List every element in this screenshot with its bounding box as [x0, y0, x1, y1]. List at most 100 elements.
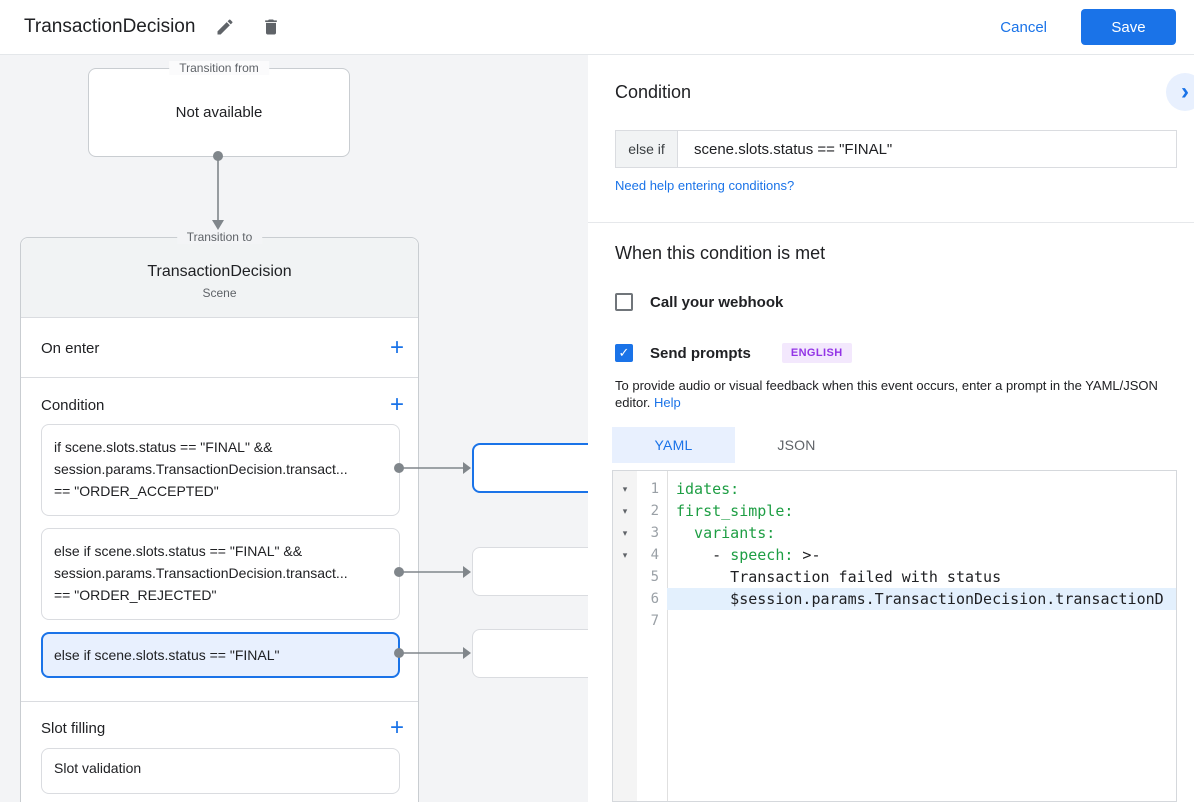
panel-title: Condition: [615, 82, 692, 102]
code-line[interactable]: first_simple:: [667, 500, 1176, 522]
editor-line: ▾ 4 - speech: >-: [613, 544, 1176, 566]
condition-section-row: Condition +: [21, 390, 418, 420]
chevron-right-icon: ›: [1181, 78, 1189, 105]
fold-arrow-icon[interactable]: ▾: [622, 506, 628, 516]
code-line[interactable]: $session.params.TransactionDecision.tran…: [667, 588, 1176, 610]
slot-filling-label: Slot filling: [41, 719, 106, 737]
condition-text: == "ORDER_REJECTED": [54, 587, 217, 603]
add-slot-filling-button[interactable]: +: [389, 714, 404, 741]
save-button[interactable]: Save: [1081, 9, 1176, 45]
header: TransactionDecision Cancel Save: [0, 0, 1194, 55]
transition-to-card: Transition to TransactionDecision Scene …: [20, 230, 419, 802]
fold-arrow-icon[interactable]: ▾: [622, 550, 628, 560]
tab-yaml[interactable]: YAML: [612, 427, 735, 463]
transition-from-box[interactable]: Transition from Not available: [88, 61, 350, 157]
line-number: 4: [650, 547, 659, 563]
condition-prefix: else if: [616, 131, 678, 167]
fold-spacer: [613, 566, 637, 588]
scene-header[interactable]: TransactionDecision Scene: [21, 238, 418, 318]
scene-subtitle: Scene: [202, 286, 237, 300]
delete-icon[interactable]: [255, 11, 287, 43]
gutter-separator: [667, 471, 668, 801]
line-number: 2: [650, 503, 659, 519]
transition-from-label: Transition from: [169, 61, 269, 75]
trash-icon: [265, 19, 278, 35]
language-badge: ENGLISH: [781, 343, 852, 363]
yaml-editor[interactable]: ▾ 1 idates: ▾ 2 first_simple: ▾ 3 varian…: [612, 470, 1177, 802]
code-line[interactable]: [667, 610, 1176, 632]
scene-canvas: Transition from Not available Transition…: [0, 55, 588, 802]
condition-text: session.params.TransactionDecision.trans…: [54, 461, 348, 477]
code-line[interactable]: Transaction failed with status: [667, 566, 1176, 588]
yaml-key: variants:: [676, 524, 776, 542]
slot-validation-item[interactable]: Slot validation: [41, 748, 400, 794]
tab-json[interactable]: JSON: [735, 427, 858, 463]
line-number: 3: [650, 525, 659, 541]
editor-line: ▾ 2 first_simple:: [613, 500, 1176, 522]
fold-gutter: [613, 471, 637, 801]
scene-title: TransactionDecision: [147, 263, 292, 280]
transition-target-node-2[interactable]: [472, 547, 588, 596]
editor-tabs: YAML JSON: [612, 427, 858, 463]
panel-divider: [588, 222, 1194, 223]
condition-text: if scene.slots.status == "FINAL" &&: [54, 439, 273, 455]
fold-spacer: [613, 610, 637, 632]
condition-help-link[interactable]: Need help entering conditions?: [615, 178, 795, 193]
condition-text: else if scene.slots.status == "FINAL": [54, 647, 280, 663]
on-enter-row: On enter +: [21, 319, 418, 378]
yaml-plain: $session.params.TransactionDecision.tran…: [676, 590, 1164, 608]
editor-line-highlighted: 6 $session.params.TransactionDecision.tr…: [613, 588, 1176, 610]
fold-arrow-icon[interactable]: ▾: [622, 484, 628, 494]
transition-target-node-1[interactable]: [472, 443, 588, 493]
code-line[interactable]: idates:: [667, 478, 1176, 500]
when-condition-title: When this condition is met: [615, 243, 826, 263]
condition-item-final-selected[interactable]: else if scene.slots.status == "FINAL": [41, 632, 400, 678]
slot-filling-row: Slot filling +: [21, 711, 418, 745]
code-line[interactable]: variants:: [667, 522, 1176, 544]
condition-section-label: Condition: [41, 396, 105, 414]
condition-text: == "ORDER_ACCEPTED": [54, 483, 219, 499]
pencil-icon: [217, 19, 233, 35]
line-number: 6: [650, 591, 659, 607]
call-webhook-label: Call your webhook: [650, 293, 784, 311]
check-icon: ✓: [618, 345, 630, 360]
condition-item-accepted[interactable]: if scene.slots.status == "FINAL" && sess…: [41, 424, 400, 516]
editor-line: 5 Transaction failed with status: [613, 566, 1176, 588]
fold-arrow-icon[interactable]: ▾: [622, 528, 628, 538]
page-title: TransactionDecision: [24, 16, 196, 37]
on-enter-label: On enter: [41, 339, 100, 357]
transition-from-value: Not available: [175, 104, 263, 121]
yaml-plain: >-: [793, 546, 821, 564]
add-condition-button[interactable]: +: [389, 391, 404, 418]
fold-spacer: [613, 588, 637, 610]
cancel-button[interactable]: Cancel: [1000, 18, 1047, 36]
line-number: 7: [650, 613, 659, 629]
send-prompts-label: Send prompts: [650, 344, 751, 362]
editor-line: ▾ 1 idates:: [613, 478, 1176, 500]
section-divider: [21, 701, 418, 702]
yaml-key: idates:: [676, 480, 740, 498]
yaml-plain: -: [676, 546, 731, 564]
send-prompts-row: ✓ Send prompts ENGLISH: [615, 343, 852, 363]
code-line[interactable]: - speech: >-: [667, 544, 1176, 566]
webhook-row: Call your webhook: [615, 293, 783, 311]
condition-panel: Condition › else if Need help entering c…: [588, 55, 1194, 802]
call-webhook-checkbox[interactable]: [615, 293, 633, 311]
line-number: 5: [650, 569, 659, 585]
send-prompts-checkbox[interactable]: ✓: [615, 344, 633, 362]
add-on-enter-button[interactable]: +: [389, 334, 404, 361]
condition-text: else if scene.slots.status == "FINAL" &&: [54, 543, 303, 559]
prompt-description: To provide audio or visual feedback when…: [615, 377, 1173, 411]
collapse-panel-button[interactable]: ›: [1166, 73, 1194, 111]
condition-text: session.params.TransactionDecision.trans…: [54, 565, 348, 581]
line-number: 1: [650, 481, 659, 497]
edit-icon[interactable]: [209, 11, 241, 43]
help-link[interactable]: Help: [654, 395, 681, 410]
condition-input[interactable]: [678, 131, 1176, 167]
yaml-key: first_simple:: [676, 502, 794, 520]
editor-line: 7: [613, 610, 1176, 632]
transition-target-node-3[interactable]: [472, 629, 588, 678]
transition-to-label: Transition to: [176, 230, 263, 244]
condition-item-rejected[interactable]: else if scene.slots.status == "FINAL" &&…: [41, 528, 400, 620]
yaml-plain: Transaction failed with status: [676, 568, 1002, 586]
